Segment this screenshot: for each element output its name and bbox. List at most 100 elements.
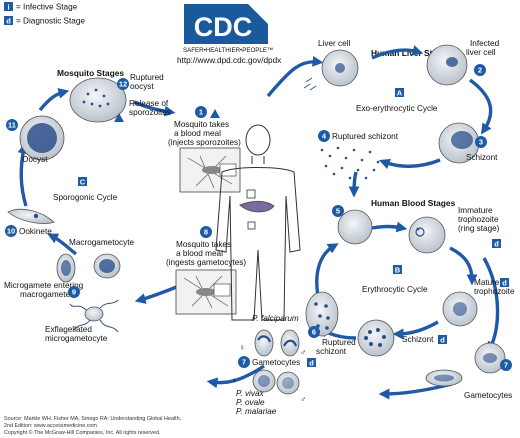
ruptured-blood-schizont-label-2: schizont — [316, 347, 347, 356]
male-symbol-pv: ♂ — [300, 395, 306, 404]
cycle-b-letter: B — [395, 266, 401, 275]
infective-stage-icon — [114, 113, 124, 122]
step-5-badge — [332, 205, 344, 217]
exflagellated-label-1: Exflagellated — [45, 325, 92, 334]
ruptured-oocyst-label-2: oocyst — [130, 82, 154, 91]
gametocyte-cells-right — [425, 342, 506, 387]
infective-stage-icon — [210, 109, 220, 118]
cycle-a-letter: A — [397, 89, 403, 98]
ruptured-oocyst — [69, 77, 127, 123]
diagnostic-letter: d — [309, 359, 314, 368]
arrow-infected-to-schizont — [468, 78, 493, 135]
step-6-badge — [308, 326, 320, 338]
blood-schizont-label: Schizont — [402, 335, 434, 344]
diagnostic-stage-icon — [492, 239, 501, 248]
step-11-number: 11 — [8, 121, 16, 130]
ookinete — [7, 208, 55, 224]
step-2-number: 2 — [478, 66, 482, 75]
diagnostic-letter: d — [502, 279, 507, 288]
footer-source-line-2: 2nd Edition: www.accessmedicine.com — [4, 423, 97, 429]
microgamete-label-2: macrogamete — [20, 290, 71, 299]
cycle-arrows — [17, 45, 500, 400]
gametocytes-label-bottom: Gametocytes — [252, 358, 300, 367]
liver-schizont — [438, 122, 480, 164]
cycle-a-badge — [395, 88, 404, 97]
liver-cell-label: Liver cell — [318, 39, 350, 48]
arrow-oocyst-to-ruptured — [38, 88, 70, 112]
human-figure — [215, 124, 301, 321]
footer-source-line-1: Source: Markle WH, Fisher MA, Smego RA: … — [4, 416, 182, 422]
sporogonic-cycle-label: Sporogonic Cycle — [53, 193, 118, 202]
step-8-label-1: Mosquito takes — [176, 240, 231, 249]
ookinete-label: Ookinete — [19, 227, 52, 236]
step-8-label-2: a blood meal — [176, 249, 223, 258]
infective-letter: i — [7, 3, 9, 12]
mosquito-feeding-box-2 — [175, 269, 237, 315]
vivax-ovale-malariae-gametocytes — [252, 369, 300, 395]
step-1-number: 1 — [199, 108, 203, 117]
microgamete-cell — [56, 253, 76, 283]
p-malariae-label: P. malariae — [236, 407, 277, 416]
immature-trophozoite-label-3: (ring stage) — [458, 224, 500, 233]
arrow-rbc-to-ring — [371, 221, 408, 233]
cycle-c-badge — [78, 177, 87, 186]
step-6-number: 6 — [312, 328, 316, 337]
footer-copyright: Copyright © The McGraw-Hill Companies, I… — [4, 429, 160, 436]
step-7-number-bottom: 7 — [242, 358, 246, 367]
infected-liver-label-1: Infected — [470, 39, 500, 48]
ruptured-schizont-liver-label: Ruptured schizont — [332, 132, 399, 141]
red-blood-cell — [337, 209, 373, 245]
diagnostic-legend-text: = Diagnostic Stage — [16, 17, 85, 26]
arrow-to-gametocytes — [482, 257, 500, 353]
cdc-tagline: SAFER•HEALTHIER•PEOPLE™ — [183, 47, 273, 54]
arrow-schizont-to-rupture — [378, 158, 441, 170]
p-ovale-label: P. ovale — [236, 398, 265, 407]
diagnostic-letter: d — [440, 336, 445, 345]
oocyst-label: Oocyst — [22, 155, 48, 164]
cycle-c-letter: C — [80, 178, 86, 187]
liver-schizont-label: Schizont — [466, 153, 498, 162]
immature-trophozoite-label-2: trophozoite — [458, 215, 499, 224]
falciparum-gametocytes — [254, 329, 300, 357]
mosquito-stages-heading: Mosquito Stages — [57, 68, 124, 78]
immature-trophozoite-label-1: Immature — [458, 206, 493, 215]
blood-schizont-cell — [357, 319, 395, 357]
sporozoites — [303, 77, 317, 91]
step-3-number: 3 — [479, 138, 483, 147]
step-5-number: 5 — [336, 207, 340, 216]
oocyst — [19, 115, 65, 161]
cdc-url: http://www.dpd.cdc.gov/dpdx — [177, 56, 281, 65]
mature-trophozoite-label-2: trophozoite — [474, 287, 515, 296]
infected-liver-label-2: liver cell — [466, 48, 496, 57]
step-10-badge — [5, 225, 17, 237]
diagnostic-letter: d — [494, 240, 499, 249]
gametocytes-label-right: Gametocytes — [464, 391, 512, 400]
arrow-bottom-to-mosquito — [206, 364, 265, 389]
blood-inset-marker — [247, 221, 256, 230]
step-4-badge — [318, 130, 330, 142]
male-symbol-pf: ♂ — [300, 348, 306, 357]
step-8-number: 8 — [204, 228, 208, 237]
infective-stage-icon — [4, 2, 13, 11]
step-7-badge-right — [500, 359, 512, 371]
step-9-badge — [68, 286, 80, 298]
arrow-release-to-mosquito — [133, 100, 176, 117]
step-7-badge-bottom — [238, 356, 250, 368]
release-label-2: sporozoites — [129, 108, 171, 117]
p-falciparum-label: P. falciparum — [252, 314, 299, 323]
step-12-number: 12 — [119, 80, 127, 89]
step-3-badge — [475, 136, 487, 148]
arrow-mature-to-schizont — [392, 320, 439, 340]
skin-inset-marker — [246, 189, 256, 199]
step-2-badge — [474, 64, 486, 76]
mature-trophozoite-cell — [442, 291, 478, 327]
cycle-b-badge — [393, 265, 402, 274]
arrow-ruptured-to-rbc — [315, 243, 339, 297]
step-1-label-3: (injects sporozoites) — [168, 138, 241, 147]
cdc-logo: CDC SAFER•HEALTHIER•PEOPLE™ http://www.d… — [177, 4, 281, 65]
exflagellated-microgametocyte — [69, 299, 119, 333]
exflagellated-label-2: microgametocyte — [45, 334, 108, 343]
cdc-logo-text: CDC — [194, 12, 253, 42]
liver-cell — [321, 49, 359, 87]
